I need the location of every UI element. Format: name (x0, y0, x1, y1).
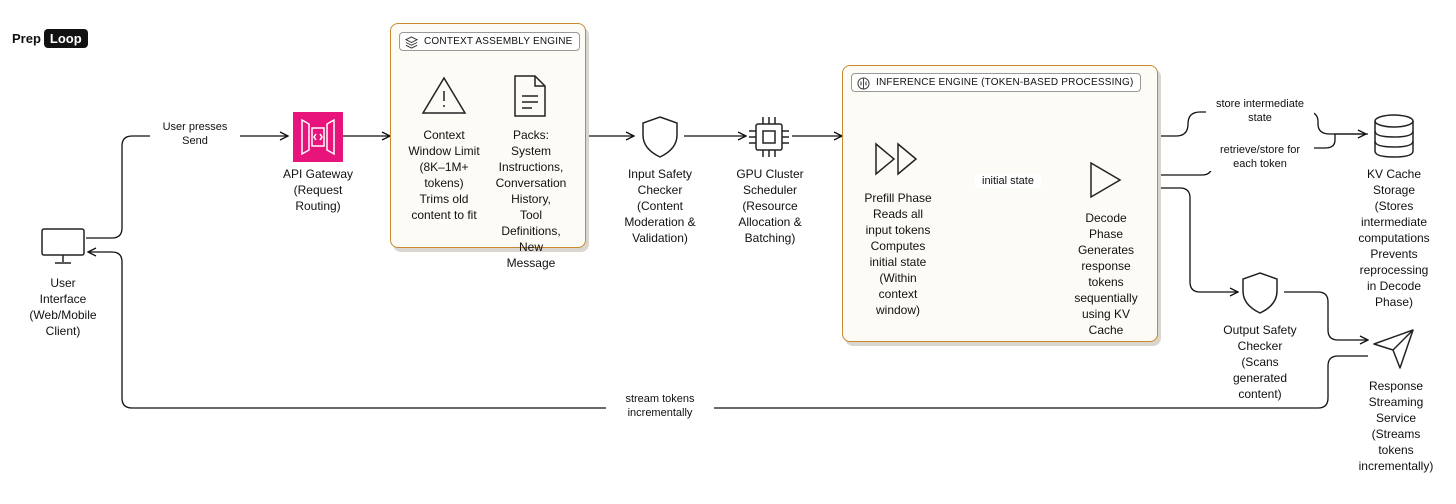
fast-forward-icon (875, 142, 918, 176)
edge-label-user-presses-send: User presses Send (150, 120, 240, 148)
edge-streaming-to-user (88, 252, 1368, 409)
decode-phase-label: Decode Phase Generates response tokens s… (1074, 211, 1138, 337)
context-assembly-engine-group: CONTEXT ASSEMBLY ENGINE (390, 23, 586, 248)
context-window-limit-label: Context Window Limit (8K–1M+ tokens) Tri… (408, 128, 480, 222)
api-gateway-icon (293, 112, 343, 162)
user-interface-label: User Interface (Web/Mobile Client) (29, 276, 97, 338)
warning-icon (421, 76, 467, 114)
inference-engine-title-text: INFERENCE ENGINE (TOKEN-BASED PROCESSING… (876, 77, 1134, 88)
prefill-phase-label: Prefill Phase Reads all input tokens Com… (864, 191, 932, 317)
edge-label-retrieve-store: retrieve/store for each token (1206, 143, 1314, 171)
edge-user-to-gateway (86, 136, 288, 239)
context-assembly-engine-title: CONTEXT ASSEMBLY ENGINE (399, 32, 580, 51)
database-icon (1374, 114, 1414, 158)
document-icon (514, 75, 546, 117)
chip-icon (749, 117, 789, 157)
brand-word-prep: Prep (12, 31, 41, 47)
brain-icon (857, 77, 870, 90)
api-gateway-label: API Gateway (Request Routing) (282, 167, 354, 213)
inference-engine-group: INFERENCE ENGINE (TOKEN-BASED PROCESSING… (842, 65, 1158, 342)
monitor-icon (41, 228, 85, 264)
kv-cache-storage-label: KV Cache Storage (Stores intermediate co… (1358, 167, 1430, 309)
edge-label-store-intermediate-state: store intermediate state (1206, 97, 1314, 125)
context-assembly-engine-title-text: CONTEXT ASSEMBLY ENGINE (424, 36, 573, 47)
brand-word-loop: Loop (43, 29, 88, 49)
input-safety-checker-label: Input Safety Checker (Content Moderation… (624, 167, 696, 245)
edge-label-stream-tokens: stream tokens incrementally (606, 392, 714, 420)
layers-icon (405, 36, 418, 49)
play-icon (1090, 161, 1122, 199)
packs-label: Packs: System Instructions, Conversation… (495, 128, 567, 270)
shield-icon (642, 116, 678, 158)
inference-engine-title: INFERENCE ENGINE (TOKEN-BASED PROCESSING… (851, 73, 1141, 92)
response-streaming-service-label: Response Streaming Service (Streams toke… (1358, 379, 1434, 473)
send-icon (1373, 329, 1414, 369)
edge-label-initial-state: initial state (975, 174, 1041, 188)
edge-output-safety-to-streaming (1284, 291, 1368, 340)
output-safety-checker-label: Output Safety Checker (Scans generated c… (1223, 323, 1297, 401)
gpu-cluster-scheduler-label: GPU Cluster Scheduler (Resource Allocati… (736, 167, 804, 245)
edge-decode-to-output-safety (1130, 187, 1238, 292)
shield-icon (1242, 272, 1278, 314)
